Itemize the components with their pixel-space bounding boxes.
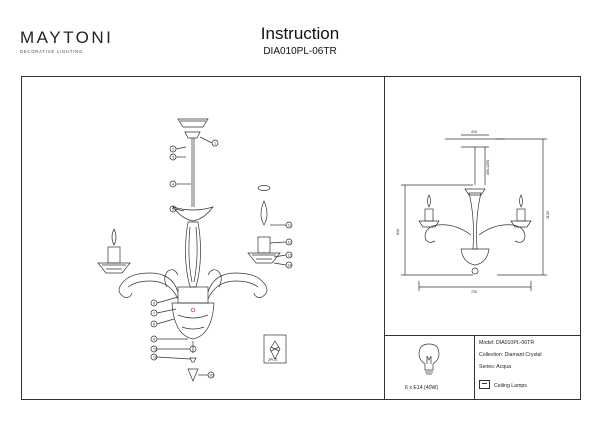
pendant-inset xyxy=(263,334,287,364)
svg-text:6: 6 xyxy=(153,302,155,306)
dimension-drawing: 810 720 1130 410 300-1300 xyxy=(396,130,550,294)
drawing-frame xyxy=(21,76,581,400)
svg-text:4: 4 xyxy=(172,183,174,187)
svg-text:7: 7 xyxy=(153,312,155,316)
ceiling-lamp-icon xyxy=(479,380,490,389)
spec-model: Model: DIA010PL-06TR xyxy=(479,340,535,346)
dim-top: 410 xyxy=(471,130,477,134)
frame-divider-horizontal xyxy=(384,335,581,336)
dim-height-body: 810 xyxy=(396,229,400,235)
brand-name: MAYTONI xyxy=(20,28,114,47)
left-arm xyxy=(97,228,179,300)
brand-logo: MAYTONI DECORATIVE LIGHTING xyxy=(20,28,130,54)
svg-text:16: 16 xyxy=(153,356,157,360)
svg-text:20: 20 xyxy=(210,374,214,378)
bulb-icon xyxy=(418,343,440,375)
brand-tagline: DECORATIVE LIGHTING xyxy=(20,49,84,54)
center-arms xyxy=(164,269,222,288)
dim-height-total: 1130 xyxy=(546,211,550,219)
dim-chain-range: 300-1300 xyxy=(486,160,490,175)
svg-text:11: 11 xyxy=(288,224,292,228)
callout-markers: 1 2 3 4 5 11 12 13 14 6 7 8 9 15 16 20 2… xyxy=(150,136,293,379)
svg-text:1: 1 xyxy=(214,142,216,146)
spec-mount-type: Ceiling Lamps xyxy=(494,383,527,389)
frame-divider-specs xyxy=(474,335,475,400)
frame-divider-vertical xyxy=(384,76,385,400)
svg-text:3: 3 xyxy=(172,156,174,160)
model-heading: DIA010PL-06TR xyxy=(263,46,337,57)
svg-text:5: 5 xyxy=(172,208,174,212)
svg-text:15: 15 xyxy=(153,348,157,352)
spec-collection: Collection: Diamant Crystal xyxy=(479,352,542,358)
assembly-drawing: 1 2 3 4 5 11 12 13 14 6 7 8 9 15 16 20 2… xyxy=(97,118,293,382)
page-title: Instruction xyxy=(260,24,340,43)
ceiling-plate xyxy=(177,118,209,207)
svg-text:12: 12 xyxy=(288,241,292,245)
svg-text:9: 9 xyxy=(153,338,155,342)
svg-text:2PCS: 2PCS xyxy=(268,358,278,362)
svg-text:13: 13 xyxy=(288,254,292,258)
bulb-spec: 6 x E14 (40W) xyxy=(405,385,439,391)
right-arm xyxy=(207,185,281,300)
svg-text:2: 2 xyxy=(172,148,174,152)
dim-diameter: 720 xyxy=(471,290,477,294)
screw-parts xyxy=(187,307,199,382)
central-column xyxy=(171,206,215,353)
svg-text:14: 14 xyxy=(288,264,292,268)
svg-text:8: 8 xyxy=(153,323,155,327)
spec-series: Series: Acqua xyxy=(479,364,512,370)
